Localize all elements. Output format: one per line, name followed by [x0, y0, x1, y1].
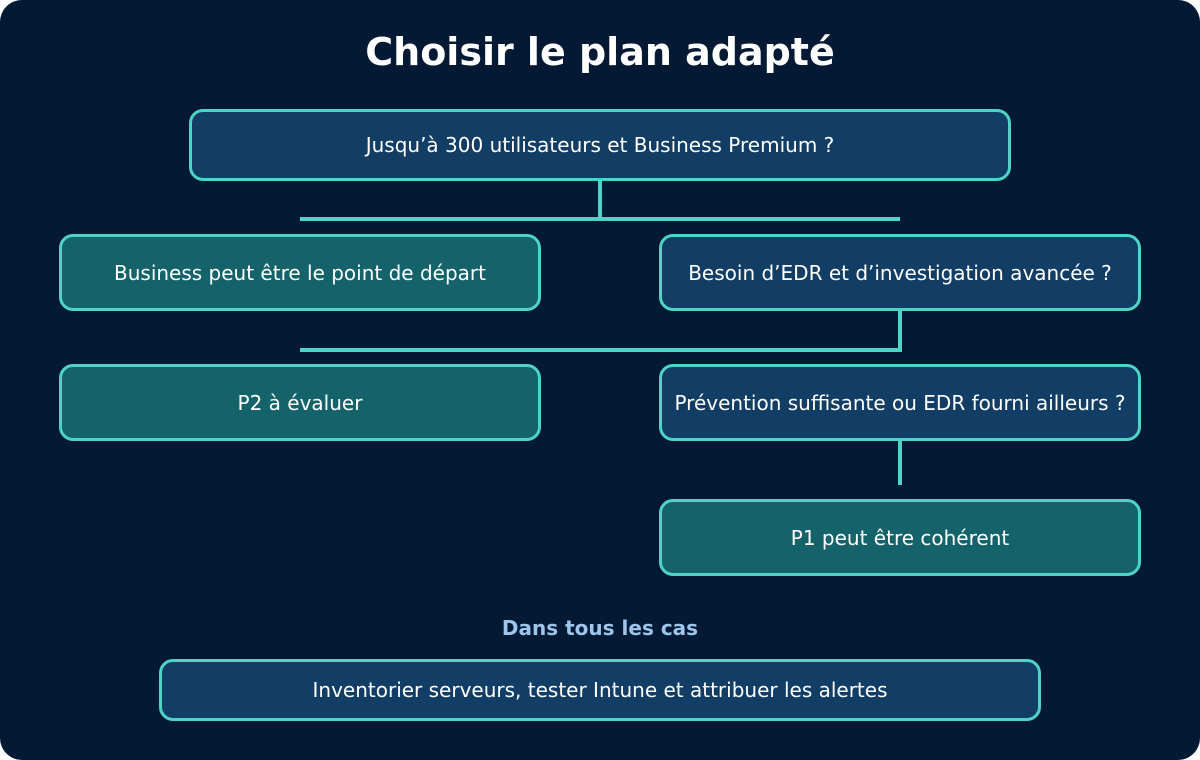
question-node-users-premium-label: Jusqu’à 300 utilisateurs et Business Pre… — [365, 133, 835, 157]
connector-q2-branch — [300, 348, 902, 352]
question-node-prevention: Prévention suffisante ou EDR fourni aill… — [659, 364, 1141, 441]
connector-q1-down — [598, 181, 602, 219]
all-cases-label: Dans tous les cas — [501, 616, 699, 640]
connector-q3-down — [898, 441, 902, 485]
connector-q2-down — [898, 311, 902, 351]
answer-node-p2: P2 à évaluer — [59, 364, 541, 441]
answer-node-p1-label: P1 peut être cohérent — [790, 525, 1010, 550]
question-node-prevention-label: Prévention suffisante ou EDR fourni aill… — [674, 390, 1126, 415]
question-node-users-premium: Jusqu’à 300 utilisateurs et Business Pre… — [189, 109, 1011, 181]
connector-q1-branch — [300, 217, 900, 221]
all-cases-action-label: Inventorier serveurs, tester Intune et a… — [312, 678, 888, 702]
answer-node-p2-label: P2 à évaluer — [237, 390, 363, 415]
answer-node-business: Business peut être le point de départ — [59, 234, 541, 311]
question-node-edr-need-label: Besoin d’EDR et d’investigation avancée … — [688, 260, 1112, 285]
answer-node-p1: P1 peut être cohérent — [659, 499, 1141, 576]
question-node-edr-need: Besoin d’EDR et d’investigation avancée … — [659, 234, 1141, 311]
diagram-title: Choisir le plan adapté — [365, 30, 835, 74]
answer-node-business-label: Business peut être le point de départ — [114, 260, 486, 285]
all-cases-action-node: Inventorier serveurs, tester Intune et a… — [159, 659, 1041, 721]
